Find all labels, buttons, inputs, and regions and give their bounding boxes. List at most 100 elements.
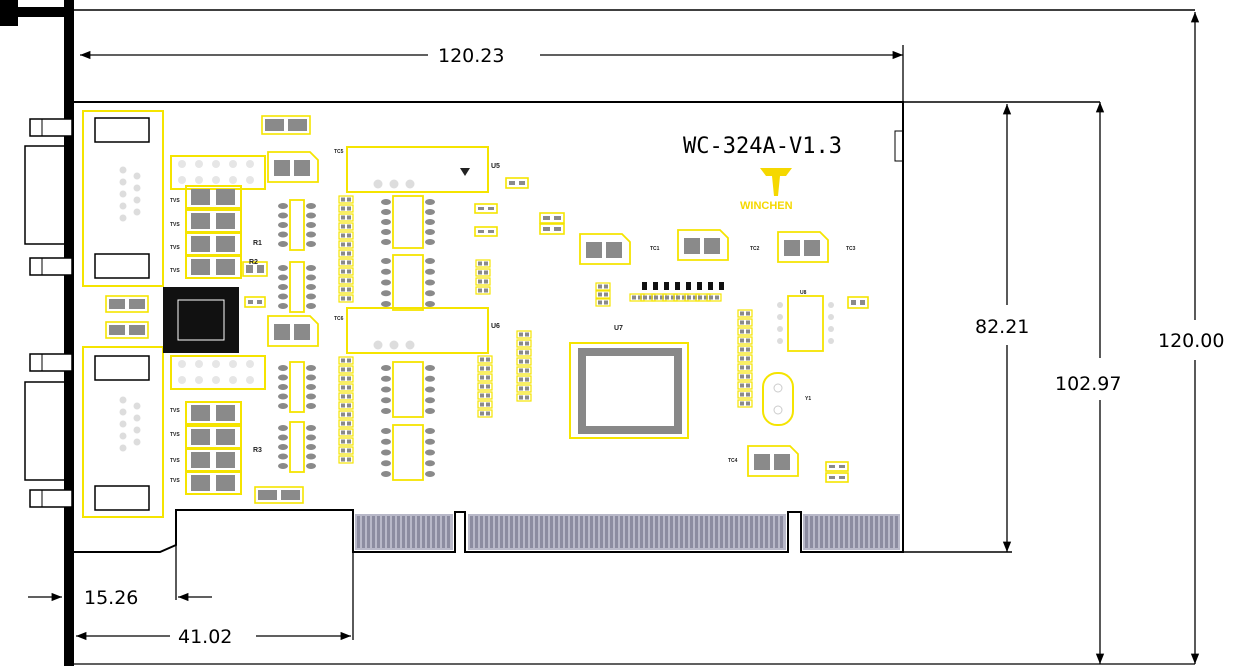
tvs-label: TVS [170,478,180,484]
resistor-pad [632,295,636,300]
tvs-pad [191,405,210,421]
resistor-pad [480,366,484,371]
resistor-pad [341,296,345,301]
tantalum-pad [294,160,310,176]
ic-pin [425,375,435,382]
label-u6: U6 [491,323,500,330]
header-pin [178,376,186,384]
gold-finger [865,516,868,548]
gold-finger [412,516,415,548]
header-pin [178,360,186,368]
capacitor-pad [851,300,856,305]
tvs-pad [191,213,210,229]
ic-pin [278,203,288,209]
tvs-pad [191,429,210,445]
label-tc1: TC1 [650,246,660,252]
gold-finger [510,516,513,548]
gold-finger [895,516,898,548]
ic-outline [787,295,824,352]
tvs-label: TVS [170,245,180,251]
gold-finger [590,516,593,548]
capacitor-outline [254,486,304,504]
resistor-pad [347,430,351,435]
capacitor-pad [248,300,253,304]
gold-finger [407,516,410,548]
gold-finger [690,516,693,548]
resistor-outline [338,446,354,455]
ic-pin [381,471,391,477]
ic-pin [381,438,391,445]
gold-finger [520,516,523,548]
ic-pin [306,365,316,371]
gold-finger [700,516,703,548]
marking [664,282,669,290]
resistor-outline [477,391,493,400]
db9-pin [119,396,127,404]
tvs-pad [191,452,210,468]
resistor-pad [519,341,523,346]
tvs-label: TVS [170,458,180,464]
tvs-pad [216,452,235,468]
capacitor-outline [474,203,498,214]
ic-pin [278,284,288,290]
header-pin [229,360,237,368]
resistor-pad [525,341,529,346]
resistor-outline [477,382,493,391]
resistor-pad [604,300,608,305]
label-tc6: TC6 [334,316,344,322]
header-outline [170,355,266,390]
resistor-outline [475,286,491,295]
tantalum-outline [579,233,631,265]
resistor-pad [347,260,351,265]
label-r3: R3 [253,447,262,454]
resistor-outline [338,276,354,285]
dim-connector-height: 82.21 [975,316,1029,338]
ic-pin [381,219,391,225]
tantalum-outline [747,445,799,477]
gold-finger [500,516,503,548]
gold-finger [805,516,808,548]
resistor-pad [341,206,345,211]
ic-outline [392,195,424,249]
resistor-pad [740,365,744,370]
ic-pin [777,326,783,332]
ic-pin [381,258,391,264]
resistor-pad [660,295,664,300]
resistor-pad [519,368,523,373]
resistor-outline [737,381,753,390]
gold-finger [362,516,365,548]
resistor-pad [525,332,529,337]
resistor-outline [706,293,722,302]
ic-pin [306,374,316,381]
marking [675,282,680,290]
gold-finger [665,516,668,548]
resistor-outline [338,267,354,276]
ic-pin [828,338,834,344]
resistor-outline [338,285,354,294]
tvs-pad [191,259,210,275]
ic-pin [278,463,288,469]
board-model-label: WC-324A-V1.3 [683,134,842,159]
gold-finger [595,516,598,548]
resistor-outline [595,290,611,299]
resistor-pad [486,393,490,398]
resistor-pad [486,402,490,407]
tvs-pad [216,405,235,421]
gold-finger [387,516,390,548]
gold-finger [600,516,603,548]
resistor-outline [516,393,532,402]
resistor-pad [484,279,488,284]
ic-pin [278,393,288,400]
dim-offset-left: 15.26 [84,587,138,609]
gold-finger [397,516,400,548]
tantalum-pad [274,324,290,340]
gold-finger [660,516,663,548]
resistor-pad [341,385,345,390]
resistor-pad [740,383,744,388]
capacitor-pad [829,476,835,479]
header-pin [178,176,186,184]
resistor-pad [519,386,523,391]
resistor-outline [737,354,753,363]
resistor-outline [338,419,354,428]
gold-finger [680,516,683,548]
